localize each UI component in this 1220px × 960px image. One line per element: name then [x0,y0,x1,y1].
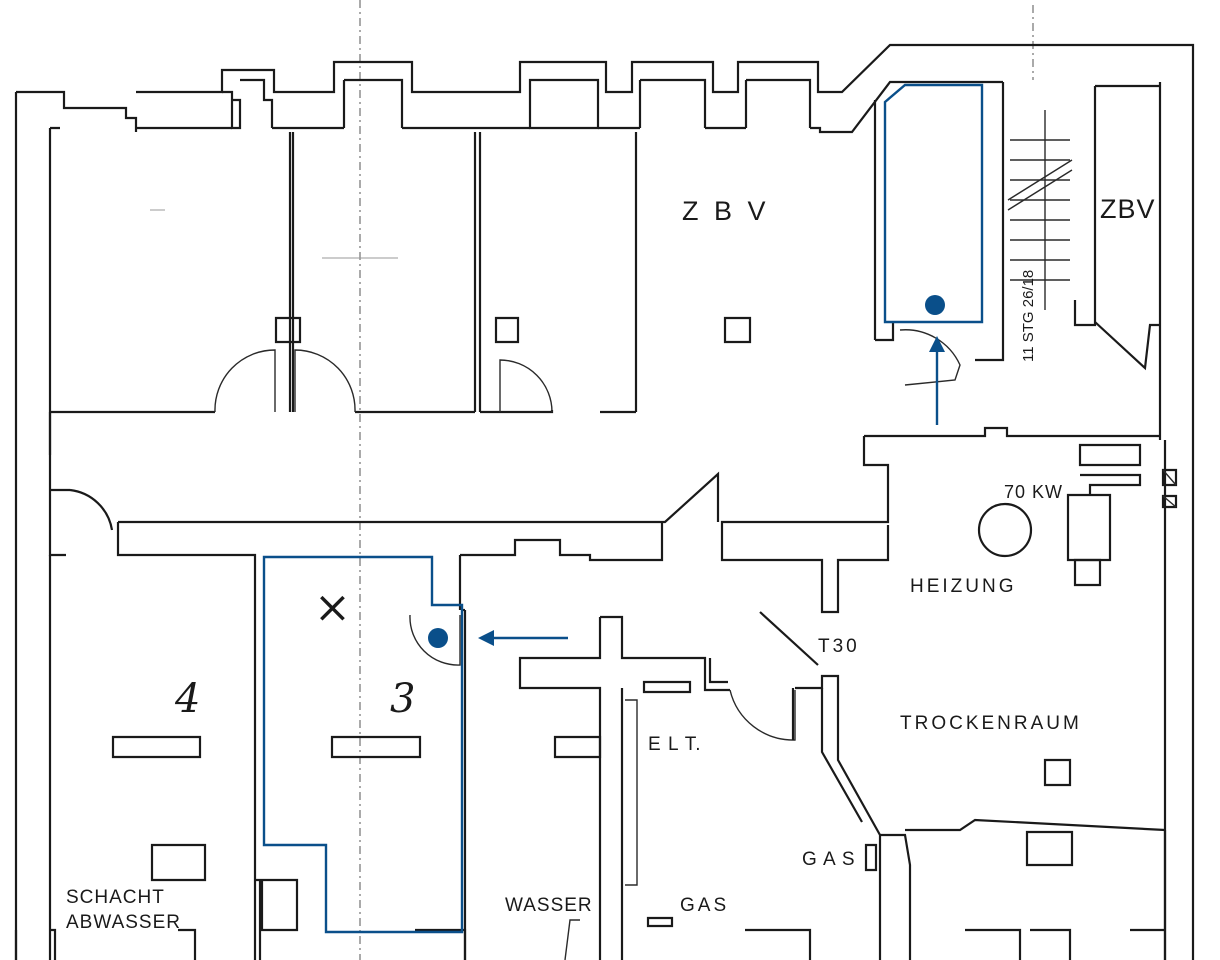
upper-rooms [50,132,752,414]
label-schacht: SCHACHT [66,887,165,908]
heating-room [880,443,1178,960]
label-70kw: 70 KW [1004,482,1063,502]
column-trockenraum [1043,758,1072,787]
label-room-4: 4 [174,676,200,722]
corridor [48,412,1160,960]
label-room-3: 3 [390,676,415,722]
label-t30: T30 [818,636,860,657]
highlighted-storage-room-stair [883,83,984,324]
bottom-wall-fragments [14,928,1165,960]
fixture-room-4 [111,735,202,759]
label-zbv-main: Z B V [682,196,770,226]
arrowhead-left [478,630,494,646]
lower-rooms [48,555,882,960]
stair-area [873,82,1160,386]
column-2 [494,316,520,344]
fixture-room-3 [330,735,422,759]
highlighted-storage-room-3 [262,555,464,934]
marker-dot-room-3 [428,628,448,648]
label-zbv-right: ZBV [1100,194,1156,224]
column-1 [274,316,302,344]
label-gas-bottom: GAS [680,895,729,916]
mark-x: × [314,582,351,633]
label-heizung: HEIZUNG [910,576,1017,597]
label-stair-note: 11 STG 26/18 [1020,270,1037,362]
boiler-unit [1066,493,1112,562]
boiler-tank [977,502,1033,558]
label-gas-right: G A S [802,849,856,870]
label-abwasser: ABWASSER [66,912,181,933]
label-trockenraum: TROCKENRAUM [900,713,1082,734]
arrowhead-up [929,336,945,352]
column-3 [723,316,752,344]
outer-walls [14,43,1195,960]
marker-dot-stair-room [925,295,945,315]
label-wasser: WASSER [505,895,593,916]
label-elt: E L T. [648,734,702,755]
